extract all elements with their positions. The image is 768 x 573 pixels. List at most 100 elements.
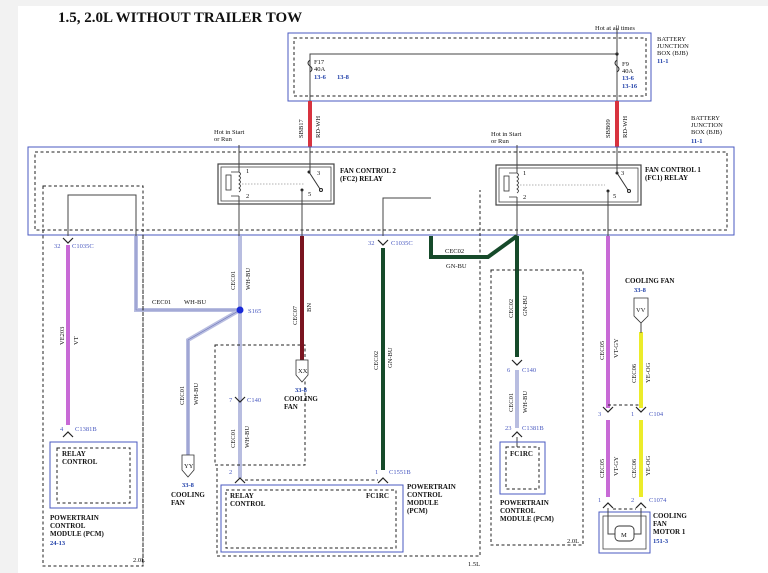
bjb-mid-box xyxy=(27,146,735,236)
wire-sbb09-color: RD-WH xyxy=(622,116,629,138)
variant-20l-right: 2.0L xyxy=(567,538,579,545)
hot-start-run-2: Hot in Start xyxy=(491,131,522,138)
offpage-yy-ref[interactable]: 33-8 xyxy=(182,482,195,489)
pcm-20l-right-inner: FC1RC xyxy=(510,450,533,458)
hot-start-run-1: Hot in Start xyxy=(214,129,245,136)
conn-c1381b-a-pin: 4 xyxy=(60,426,64,433)
fc2-switch-icon xyxy=(308,171,321,190)
fc1-pin1: 1 xyxy=(523,170,526,177)
connector-c1035c-a-icon xyxy=(62,237,74,244)
wire-cec01-v4-color: WH-BU xyxy=(522,391,529,413)
bjb-bus xyxy=(309,53,618,101)
bjb-top-ref[interactable]: 11-1 xyxy=(657,58,669,65)
fuse-f9-ref1[interactable]: 13-6 xyxy=(622,75,635,82)
diagram-title: 1.5, 2.0L WITHOUT TRAILER TOW xyxy=(58,10,302,26)
wire-cec02-v-circuit: CEC02 xyxy=(373,351,380,370)
wire-cec05-b-color: VT-GY xyxy=(613,456,620,476)
offpage-xx-icon[interactable] xyxy=(295,359,309,383)
fan-motor-ref[interactable]: 151-3 xyxy=(653,538,669,545)
offpage-vv-l1: COOLING FAN xyxy=(625,277,674,285)
fan-motor-box[interactable] xyxy=(598,511,651,554)
fan-motor-icon xyxy=(614,525,635,542)
conn-c1035c-a-name: C1035C xyxy=(72,243,94,250)
fuse-f17-ref2[interactable]: 13-8 xyxy=(337,74,350,81)
pcm-20l-right-box xyxy=(499,441,546,495)
c140-region-box xyxy=(214,344,306,466)
bjb-mid-l3: BOX (BJB) xyxy=(691,129,722,136)
connector-c1074-b-icon xyxy=(635,502,647,509)
offpage-vv-icon[interactable] xyxy=(633,297,649,324)
variant-15l: 1.5L xyxy=(468,561,480,568)
pcm-20l-right-l2: CONTROL xyxy=(500,507,536,515)
offpage-yy-icon[interactable] xyxy=(181,454,195,478)
hot-start-run-2b: or Run xyxy=(491,138,510,145)
conn-c1381b-b-pin: 23 xyxy=(505,425,512,432)
fc1-relay[interactable] xyxy=(495,164,642,206)
conn-c1381b-b-name: C1381B xyxy=(522,425,544,432)
fuse-f17-rating: 40A xyxy=(314,66,326,73)
connector-c140-a-icon xyxy=(234,396,246,403)
wire-cec02-h-color: GN-BU xyxy=(446,263,467,270)
wire-ve203-circuit: VE203 xyxy=(59,327,66,345)
bjb-top-l3: BOX (BJB) xyxy=(657,50,688,57)
pcm-20l-left-l3: MODULE (PCM) xyxy=(50,530,105,538)
variant-20l-right-box xyxy=(490,269,584,546)
offpage-vv-ref[interactable]: 33-8 xyxy=(634,287,647,294)
fuse-f9-icon xyxy=(614,59,620,73)
fan-motor-l2: FAN xyxy=(653,520,667,528)
connector-c1551b-b-icon xyxy=(377,477,389,484)
wire-cec02-bridge[interactable] xyxy=(429,234,519,259)
wire-cec02-v2-color: GN-BU xyxy=(522,295,529,316)
wire-cec06-a-color: YE-OG xyxy=(645,362,652,383)
offpage-yy-code: YY xyxy=(184,463,194,470)
fuse-f17-ref1[interactable]: 13-6 xyxy=(314,74,327,81)
conn-c1381b-a-name: C1381B xyxy=(75,426,97,433)
bjb-mid-inner xyxy=(34,151,728,231)
bjb-mid-l1: BATTERY xyxy=(691,115,720,122)
pcm-20l-left-inner-2: CONTROL xyxy=(62,458,98,466)
bjb-mid-ref[interactable]: 11-1 xyxy=(691,138,703,145)
bjb-top-l1: BATTERY xyxy=(657,36,686,43)
pcm-20l-left-ref[interactable]: 24-13 xyxy=(50,540,66,547)
fc2-pin5: 5 xyxy=(308,191,311,198)
splice-s165-label: S165 xyxy=(248,308,261,315)
fan-motor-l1: COOLING xyxy=(653,512,687,520)
fuse-f9-ref2[interactable]: 13-16 xyxy=(622,83,638,90)
wire-cec01-v2-circuit: CEC01 xyxy=(179,386,186,405)
wire-cec01-v3-color: WH-BU xyxy=(244,426,251,448)
bjb-mid-l2: JUNCTION xyxy=(691,122,723,129)
pcm-20l-right-l1: POWERTRAIN xyxy=(500,499,549,507)
connector-c104-a-icon xyxy=(602,406,614,413)
offpage-yy-l2: FAN xyxy=(171,499,185,507)
variant-15l-outline xyxy=(216,190,481,557)
offpage-xx-ref[interactable]: 33-8 xyxy=(295,387,308,394)
fuse-f9-name: F9 xyxy=(622,61,629,68)
fc2-label-1: FAN CONTROL 2 xyxy=(340,167,396,175)
wire-cec06-b-circuit: CEC06 xyxy=(631,458,638,478)
conn-c1035c-b-name: C1035C xyxy=(391,240,413,247)
pcm-20l-left-inner-1: RELAY xyxy=(62,450,86,458)
conn-c1074-a-pin: 1 xyxy=(598,497,601,504)
fc2-relay[interactable] xyxy=(217,163,335,205)
wire-cec01[interactable] xyxy=(134,236,242,478)
fan-motor-l3: MOTOR 1 xyxy=(653,528,686,536)
wire-cec01-h-circuit: CEC01 xyxy=(152,299,171,306)
pcm-15l-inner-1: RELAY xyxy=(230,492,254,500)
hot-at-all-times: Hot at all times xyxy=(595,25,635,32)
connector-c1381b-b-icon xyxy=(511,431,523,438)
splice-s165[interactable] xyxy=(236,306,244,314)
offpage-xx-l2: FAN xyxy=(284,403,298,411)
fc2-coil-icon xyxy=(231,171,241,197)
fc2-coil-resistor-icon xyxy=(225,174,232,191)
conn-c1035c-a-pin: 32 xyxy=(54,243,61,250)
conn-c1074-b-pin: 2 xyxy=(631,497,634,504)
connector-c140-b-icon xyxy=(511,359,523,366)
conn-c140-a-name: C140 xyxy=(247,397,261,404)
fc1-pin2: 2 xyxy=(523,194,526,201)
pcm-15l-l2: CONTROL xyxy=(407,491,443,499)
wire-ve203-color: VT xyxy=(73,336,80,345)
wire-cec06-b-color: YE-OG xyxy=(645,455,652,476)
wire-cec07-circuit: CEC07 xyxy=(292,305,299,325)
offpage-xx-code: XX xyxy=(298,368,308,375)
